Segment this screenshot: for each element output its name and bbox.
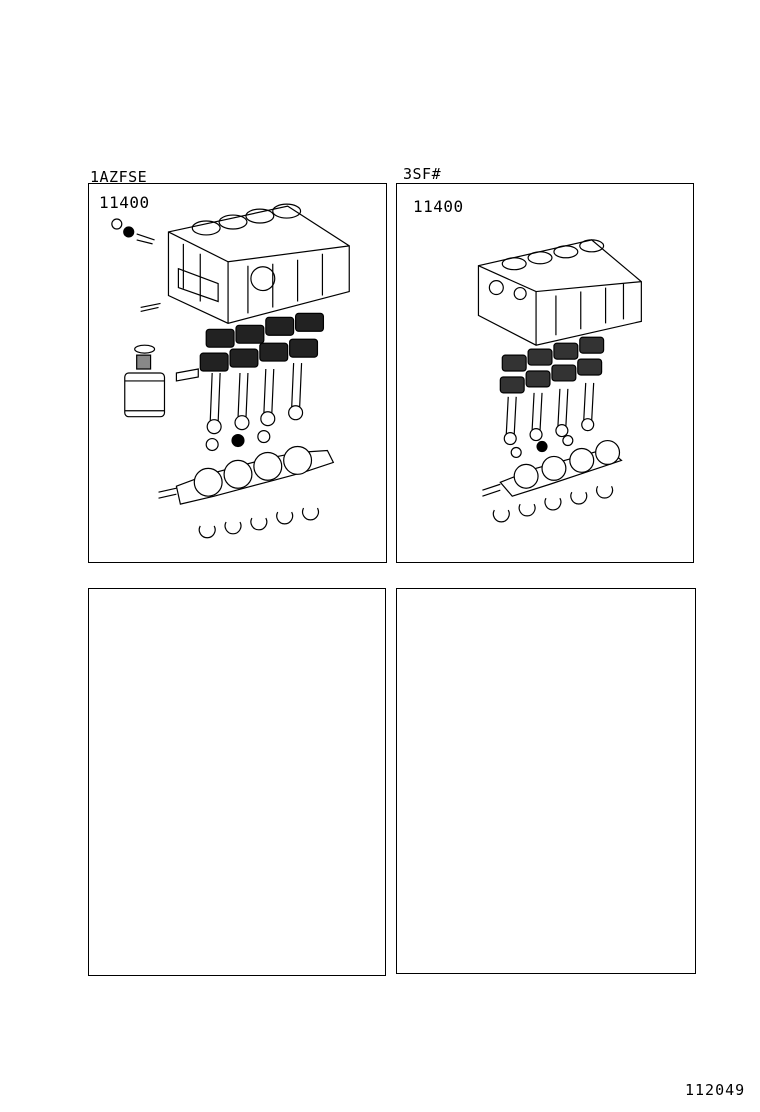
part-number-label: 11400	[99, 193, 150, 212]
crankshaft-icon	[159, 447, 334, 505]
oil-filter-icon	[125, 345, 199, 417]
partial-engine-assembly-drawing	[89, 184, 386, 562]
engine-label-1azfse: 1AZFSE	[90, 168, 148, 186]
cylinder-block-icon	[168, 204, 349, 323]
empty-panel-left	[88, 588, 386, 976]
illustration-panel-3sf[interactable]: 11400	[396, 183, 694, 563]
piston-ring-set-icon	[200, 313, 323, 371]
document-number: 112049	[685, 1081, 746, 1099]
bearing-icon	[493, 436, 612, 522]
connecting-rod-icon	[207, 363, 302, 434]
engine-label-3sf: 3SF#	[403, 165, 442, 183]
bearing-icon	[199, 431, 318, 538]
bolt-icon	[112, 219, 161, 311]
cylinder-block-icon	[478, 240, 641, 345]
piston-ring-set-icon	[500, 337, 603, 393]
empty-panel-right	[396, 588, 696, 974]
illustration-panel-1azfse[interactable]: 11400	[88, 183, 387, 563]
crankshaft-icon	[482, 441, 621, 497]
connecting-rod-icon	[504, 383, 593, 445]
partial-engine-assembly-drawing	[397, 184, 693, 562]
part-number-label: 11400	[413, 197, 464, 216]
